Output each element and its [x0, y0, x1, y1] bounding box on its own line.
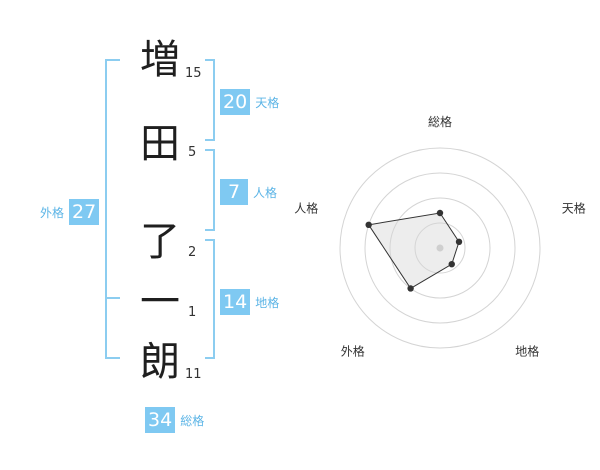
- radar-center-dot: [436, 244, 444, 252]
- gaikaku-badge: 外格 27: [40, 199, 100, 225]
- radar-point-1: [436, 209, 444, 217]
- tenkaku-bracket: [205, 59, 215, 141]
- radar-axis-label-4: 外格: [341, 344, 365, 359]
- name-char-1: 増: [140, 37, 180, 83]
- jinkaku-label: 人格: [253, 185, 278, 200]
- tenkaku-value: 20: [220, 89, 251, 115]
- radar-ring-1: [414, 222, 466, 274]
- radar-point-3: [448, 260, 455, 268]
- jinkaku-value: 7: [220, 179, 248, 205]
- radar-point-2: [455, 238, 463, 246]
- gaikaku-bracket: [105, 59, 120, 359]
- stroke-count-2: 5: [188, 145, 197, 160]
- stroke-count-4: 1: [188, 305, 197, 320]
- radar-axis-label-1: 総格: [428, 114, 452, 129]
- radar-point-4: [407, 285, 414, 292]
- name-char-2: 田: [140, 121, 180, 167]
- tenkaku-badge: 20 天格: [220, 89, 279, 115]
- radar-axis-label-3: 地格: [515, 344, 539, 359]
- radar-ring-2: [389, 197, 491, 299]
- soukaku-value: 34: [145, 407, 176, 433]
- radar-axis-label-2: 天格: [562, 200, 586, 215]
- tenkaku-label: 天格: [255, 95, 280, 110]
- radar-ring-4: [339, 147, 541, 349]
- radar-ring-3: [364, 172, 516, 324]
- soukaku-label: 総格: [180, 413, 205, 428]
- chikaku-badge: 14 地格: [220, 289, 279, 315]
- chikaku-label: 地格: [255, 295, 280, 310]
- jinkaku-bracket: [205, 149, 215, 231]
- stroke-count-5: 11: [185, 367, 202, 382]
- jinkaku-badge: 7 人格: [220, 179, 277, 205]
- gaikaku-value: 27: [69, 199, 100, 225]
- chikaku-value: 14: [220, 289, 251, 315]
- gaikaku-label: 外格: [40, 205, 65, 220]
- radar-axis-label-5: 人格: [294, 200, 318, 215]
- name-char-3: 了: [140, 219, 180, 265]
- soukaku-badge: 34 総格: [145, 407, 204, 433]
- stroke-count-3: 2: [188, 245, 197, 260]
- radar-polygon: [367, 212, 460, 290]
- stroke-count-1: 15: [185, 66, 202, 81]
- chikaku-bracket: [205, 239, 215, 359]
- name-char-5: 朗: [140, 339, 180, 385]
- name-char-4: 一: [140, 279, 180, 325]
- radar-point-5: [365, 221, 372, 229]
